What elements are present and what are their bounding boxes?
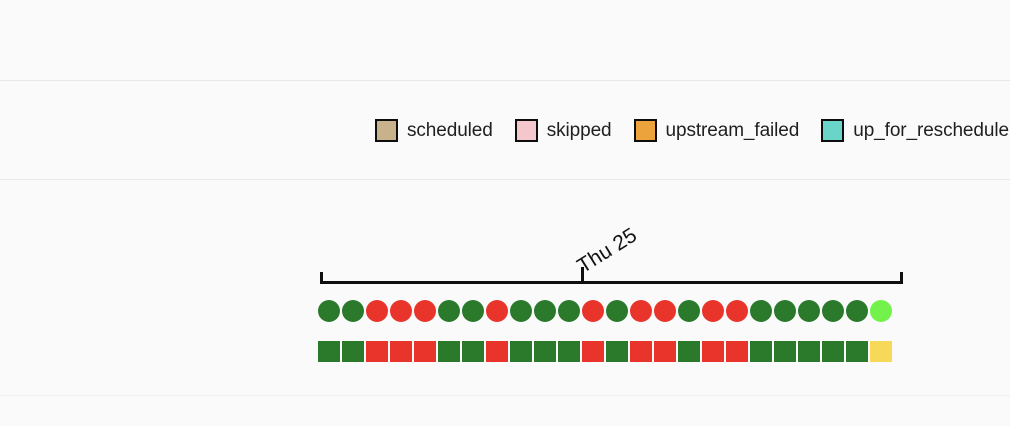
legend-item-up-for-reschedule[interactable]: up_for_reschedule <box>821 119 1009 142</box>
dag-run-status-circle[interactable] <box>798 300 820 322</box>
legend-label-scheduled: scheduled <box>407 120 493 141</box>
task-instance-status-square[interactable] <box>630 341 652 362</box>
chart-band <box>0 180 1010 396</box>
task-instance-status-square[interactable] <box>702 341 724 362</box>
task-instance-status-square[interactable] <box>510 341 532 362</box>
task-instance-status-square[interactable] <box>486 341 508 362</box>
toolbar-band <box>0 0 1010 81</box>
legend-label-skipped: skipped <box>546 120 612 141</box>
dag-run-status-circle[interactable] <box>846 300 868 322</box>
dag-run-status-circle[interactable] <box>702 300 724 322</box>
dag-run-status-circle[interactable] <box>414 300 436 322</box>
task-instance-status-square[interactable] <box>366 341 388 362</box>
task-instance-status-square[interactable] <box>798 341 820 362</box>
legend-label-upstream-failed: upstream_failed <box>665 120 800 141</box>
dag-run-status-circle[interactable] <box>462 300 484 322</box>
legend-band: scheduled skipped upstream_failed up_for… <box>0 81 1010 180</box>
legend-item-skipped[interactable]: skipped <box>514 119 612 142</box>
task-instance-status-square[interactable] <box>582 341 604 362</box>
axis-tick <box>581 267 584 284</box>
task-instance-status-square[interactable] <box>414 341 436 362</box>
dag-run-status-circle[interactable] <box>726 300 748 322</box>
task-instance-status-square[interactable] <box>342 341 364 362</box>
legend-swatch-up-for-reschedule <box>821 119 845 142</box>
footer-band <box>0 396 1010 426</box>
task-instance-status-square[interactable] <box>822 341 844 362</box>
dag-run-status-circle[interactable] <box>438 300 460 322</box>
dag-run-status-circle[interactable] <box>486 300 508 322</box>
date-axis: Thu 25 <box>320 224 903 284</box>
dag-run-status-circle[interactable] <box>582 300 604 322</box>
task-instance-status-square[interactable] <box>774 341 796 362</box>
task-instance-status-square[interactable] <box>318 341 340 362</box>
task-instance-status-square[interactable] <box>654 341 676 362</box>
dag-run-circle-row <box>318 300 894 322</box>
task-instance-status-square[interactable] <box>846 341 868 362</box>
task-instance-status-square[interactable] <box>462 341 484 362</box>
dag-run-status-circle[interactable] <box>870 300 892 322</box>
task-instance-status-square[interactable] <box>438 341 460 362</box>
dag-run-status-circle[interactable] <box>510 300 532 322</box>
task-instance-status-square[interactable] <box>726 341 748 362</box>
axis-cap-left <box>320 272 323 284</box>
dag-run-status-circle[interactable] <box>342 300 364 322</box>
dag-run-status-circle[interactable] <box>822 300 844 322</box>
dag-run-status-circle[interactable] <box>750 300 772 322</box>
dag-run-status-circle[interactable] <box>534 300 556 322</box>
task-instance-status-square[interactable] <box>750 341 772 362</box>
task-instance-status-square[interactable] <box>534 341 556 362</box>
dag-run-status-circle[interactable] <box>366 300 388 322</box>
task-instance-status-square[interactable] <box>606 341 628 362</box>
dag-run-status-circle[interactable] <box>318 300 340 322</box>
task-instance-status-square[interactable] <box>870 341 892 362</box>
legend-item-upstream-failed[interactable]: upstream_failed <box>633 119 800 142</box>
axis-cap-right <box>900 272 903 284</box>
dag-run-status-circle[interactable] <box>390 300 412 322</box>
status-legend: scheduled skipped upstream_failed up_for… <box>375 81 1010 180</box>
axis-line <box>320 281 903 284</box>
legend-swatch-skipped <box>514 119 538 142</box>
legend-label-up-for-reschedule: up_for_reschedule <box>853 120 1009 141</box>
task-instance-status-square[interactable] <box>558 341 580 362</box>
dag-run-status-circle[interactable] <box>630 300 652 322</box>
task-instance-status-square[interactable] <box>678 341 700 362</box>
dag-run-status-circle[interactable] <box>678 300 700 322</box>
dag-run-status-circle[interactable] <box>774 300 796 322</box>
legend-swatch-scheduled <box>375 119 398 142</box>
legend-swatch-upstream-failed <box>633 119 657 142</box>
dag-run-status-circle[interactable] <box>654 300 676 322</box>
task-instance-status-square[interactable] <box>390 341 412 362</box>
legend-item-scheduled[interactable]: scheduled <box>375 119 493 142</box>
dag-run-status-circle[interactable] <box>606 300 628 322</box>
task-instance-square-row <box>318 341 894 362</box>
dag-run-status-circle[interactable] <box>558 300 580 322</box>
